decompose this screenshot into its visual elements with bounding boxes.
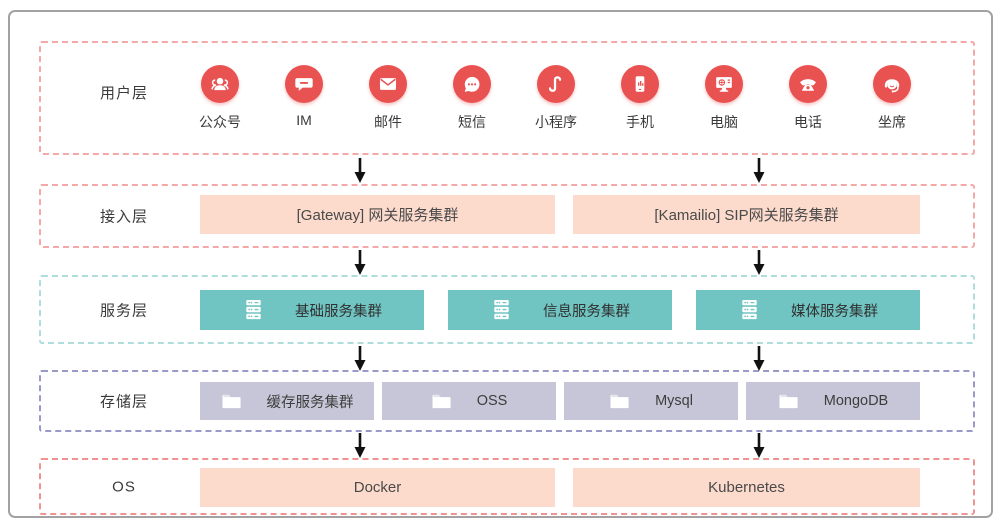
server-cluster-icon xyxy=(738,297,761,323)
channel-sms: 短信 xyxy=(430,43,514,153)
down-arrow-icon xyxy=(753,250,765,275)
agent-headset-icon xyxy=(873,65,911,103)
layer-storage: 存储层 缓存服务集群 OSS Mysql MongoDB xyxy=(39,370,975,432)
storage-box-label: OSS xyxy=(476,393,508,409)
oss-box: OSS xyxy=(382,382,556,420)
down-arrow-icon xyxy=(354,346,366,371)
service-box-label: 基础服务集群 xyxy=(295,303,382,320)
server-cluster-icon xyxy=(490,297,513,323)
channel-computer: 电脑 xyxy=(682,43,766,153)
info-service-cluster-box: 信息服务集群 xyxy=(448,290,672,330)
gateway-cluster-box: [Gateway] 网关服务集群 xyxy=(200,195,555,234)
im-chat-icon xyxy=(285,65,323,103)
media-service-cluster-box: 媒体服务集群 xyxy=(696,290,920,330)
mail-icon xyxy=(369,65,407,103)
storage-box-label: MongoDB xyxy=(823,393,889,409)
channel-label: 公众号 xyxy=(199,114,241,130)
channel-label: 短信 xyxy=(458,114,486,130)
layer-os-label: OS xyxy=(112,478,136,495)
channel-label: 坐席 xyxy=(878,114,906,130)
folder-icon xyxy=(431,392,453,411)
channel-label: 邮件 xyxy=(374,114,402,130)
miniprogram-icon xyxy=(537,65,575,103)
base-service-cluster-box: 基础服务集群 xyxy=(200,290,424,330)
down-arrow-icon xyxy=(354,433,366,458)
docker-box: Docker xyxy=(200,468,555,507)
layer-storage-label: 存储层 xyxy=(99,393,148,411)
channel-mobile: 手机 xyxy=(598,43,682,153)
storage-box-label: Mysql xyxy=(655,393,693,409)
channel-label: 小程序 xyxy=(535,114,577,130)
diagram-frame: 用户层 公众号 IM xyxy=(8,10,993,518)
channel-im: IM xyxy=(262,43,346,153)
computer-icon xyxy=(705,65,743,103)
mysql-box: Mysql xyxy=(564,382,738,420)
user-channel-row: 公众号 IM 邮件 短 xyxy=(178,43,936,153)
down-arrow-icon xyxy=(753,433,765,458)
sms-icon xyxy=(453,65,491,103)
down-arrow-icon xyxy=(354,250,366,275)
mongodb-box: MongoDB xyxy=(746,382,920,420)
kamailio-sip-cluster-box: [Kamailio] SIP网关服务集群 xyxy=(573,195,920,234)
channel-mail: 邮件 xyxy=(346,43,430,153)
telephone-icon xyxy=(789,65,827,103)
layer-user: 用户层 公众号 IM xyxy=(39,41,975,155)
channel-miniprogram: 小程序 xyxy=(514,43,598,153)
folder-icon xyxy=(221,392,243,411)
layer-access: 接入层 [Gateway] 网关服务集群 [Kamailio] SIP网关服务集… xyxy=(39,184,975,248)
layer-service: 服务层 基础服务集群 信息服务集群 xyxy=(39,275,975,344)
down-arrow-icon xyxy=(753,346,765,371)
channel-agent: 坐席 xyxy=(850,43,934,153)
folder-icon xyxy=(609,392,631,411)
channel-label: 电话 xyxy=(794,114,822,130)
mobile-phone-icon xyxy=(621,65,659,103)
cache-cluster-box: 缓存服务集群 xyxy=(200,382,374,420)
official-account-icon xyxy=(201,65,239,103)
channel-telephone: 电话 xyxy=(766,43,850,153)
down-arrow-icon xyxy=(354,158,366,183)
service-box-label: 媒体服务集群 xyxy=(791,303,878,320)
channel-official-account: 公众号 xyxy=(178,43,262,153)
down-arrow-icon xyxy=(753,158,765,183)
service-box-label: 信息服务集群 xyxy=(543,303,630,320)
storage-box-label: 缓存服务集群 xyxy=(266,394,354,411)
channel-label: 手机 xyxy=(626,114,654,130)
folder-icon xyxy=(778,392,800,411)
channel-label: IM xyxy=(296,112,312,128)
layer-user-label: 用户层 xyxy=(99,85,148,102)
layer-service-label: 服务层 xyxy=(99,302,148,319)
kubernetes-box: Kubernetes xyxy=(573,468,920,507)
layer-access-label: 接入层 xyxy=(99,208,148,226)
server-cluster-icon xyxy=(242,297,265,323)
layer-os: OS Docker Kubernetes xyxy=(39,458,975,515)
channel-label: 电脑 xyxy=(710,114,738,130)
